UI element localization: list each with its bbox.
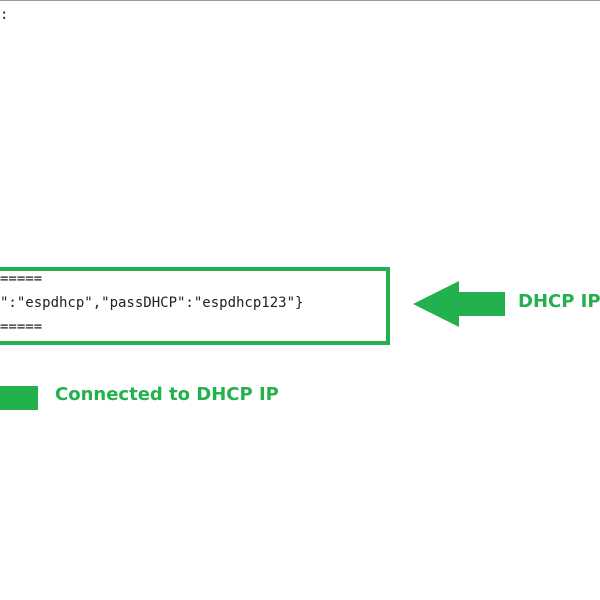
left-arrow-icon [413, 281, 505, 327]
window-top-border [0, 0, 600, 1]
console-line-fragment: : [0, 7, 9, 23]
connected-callout: Connected to DHCP IP [55, 384, 279, 405]
green-marker [0, 386, 38, 410]
console-separator-bottom: ===== [0, 319, 43, 335]
console-json-line: ":"espdhcp","passDHCP":"espdhcp123"} [0, 295, 304, 311]
console-separator-top: ===== [0, 271, 43, 287]
highlight-box [0, 267, 390, 345]
dhcp-ip-callout: DHCP IP s [518, 291, 600, 312]
